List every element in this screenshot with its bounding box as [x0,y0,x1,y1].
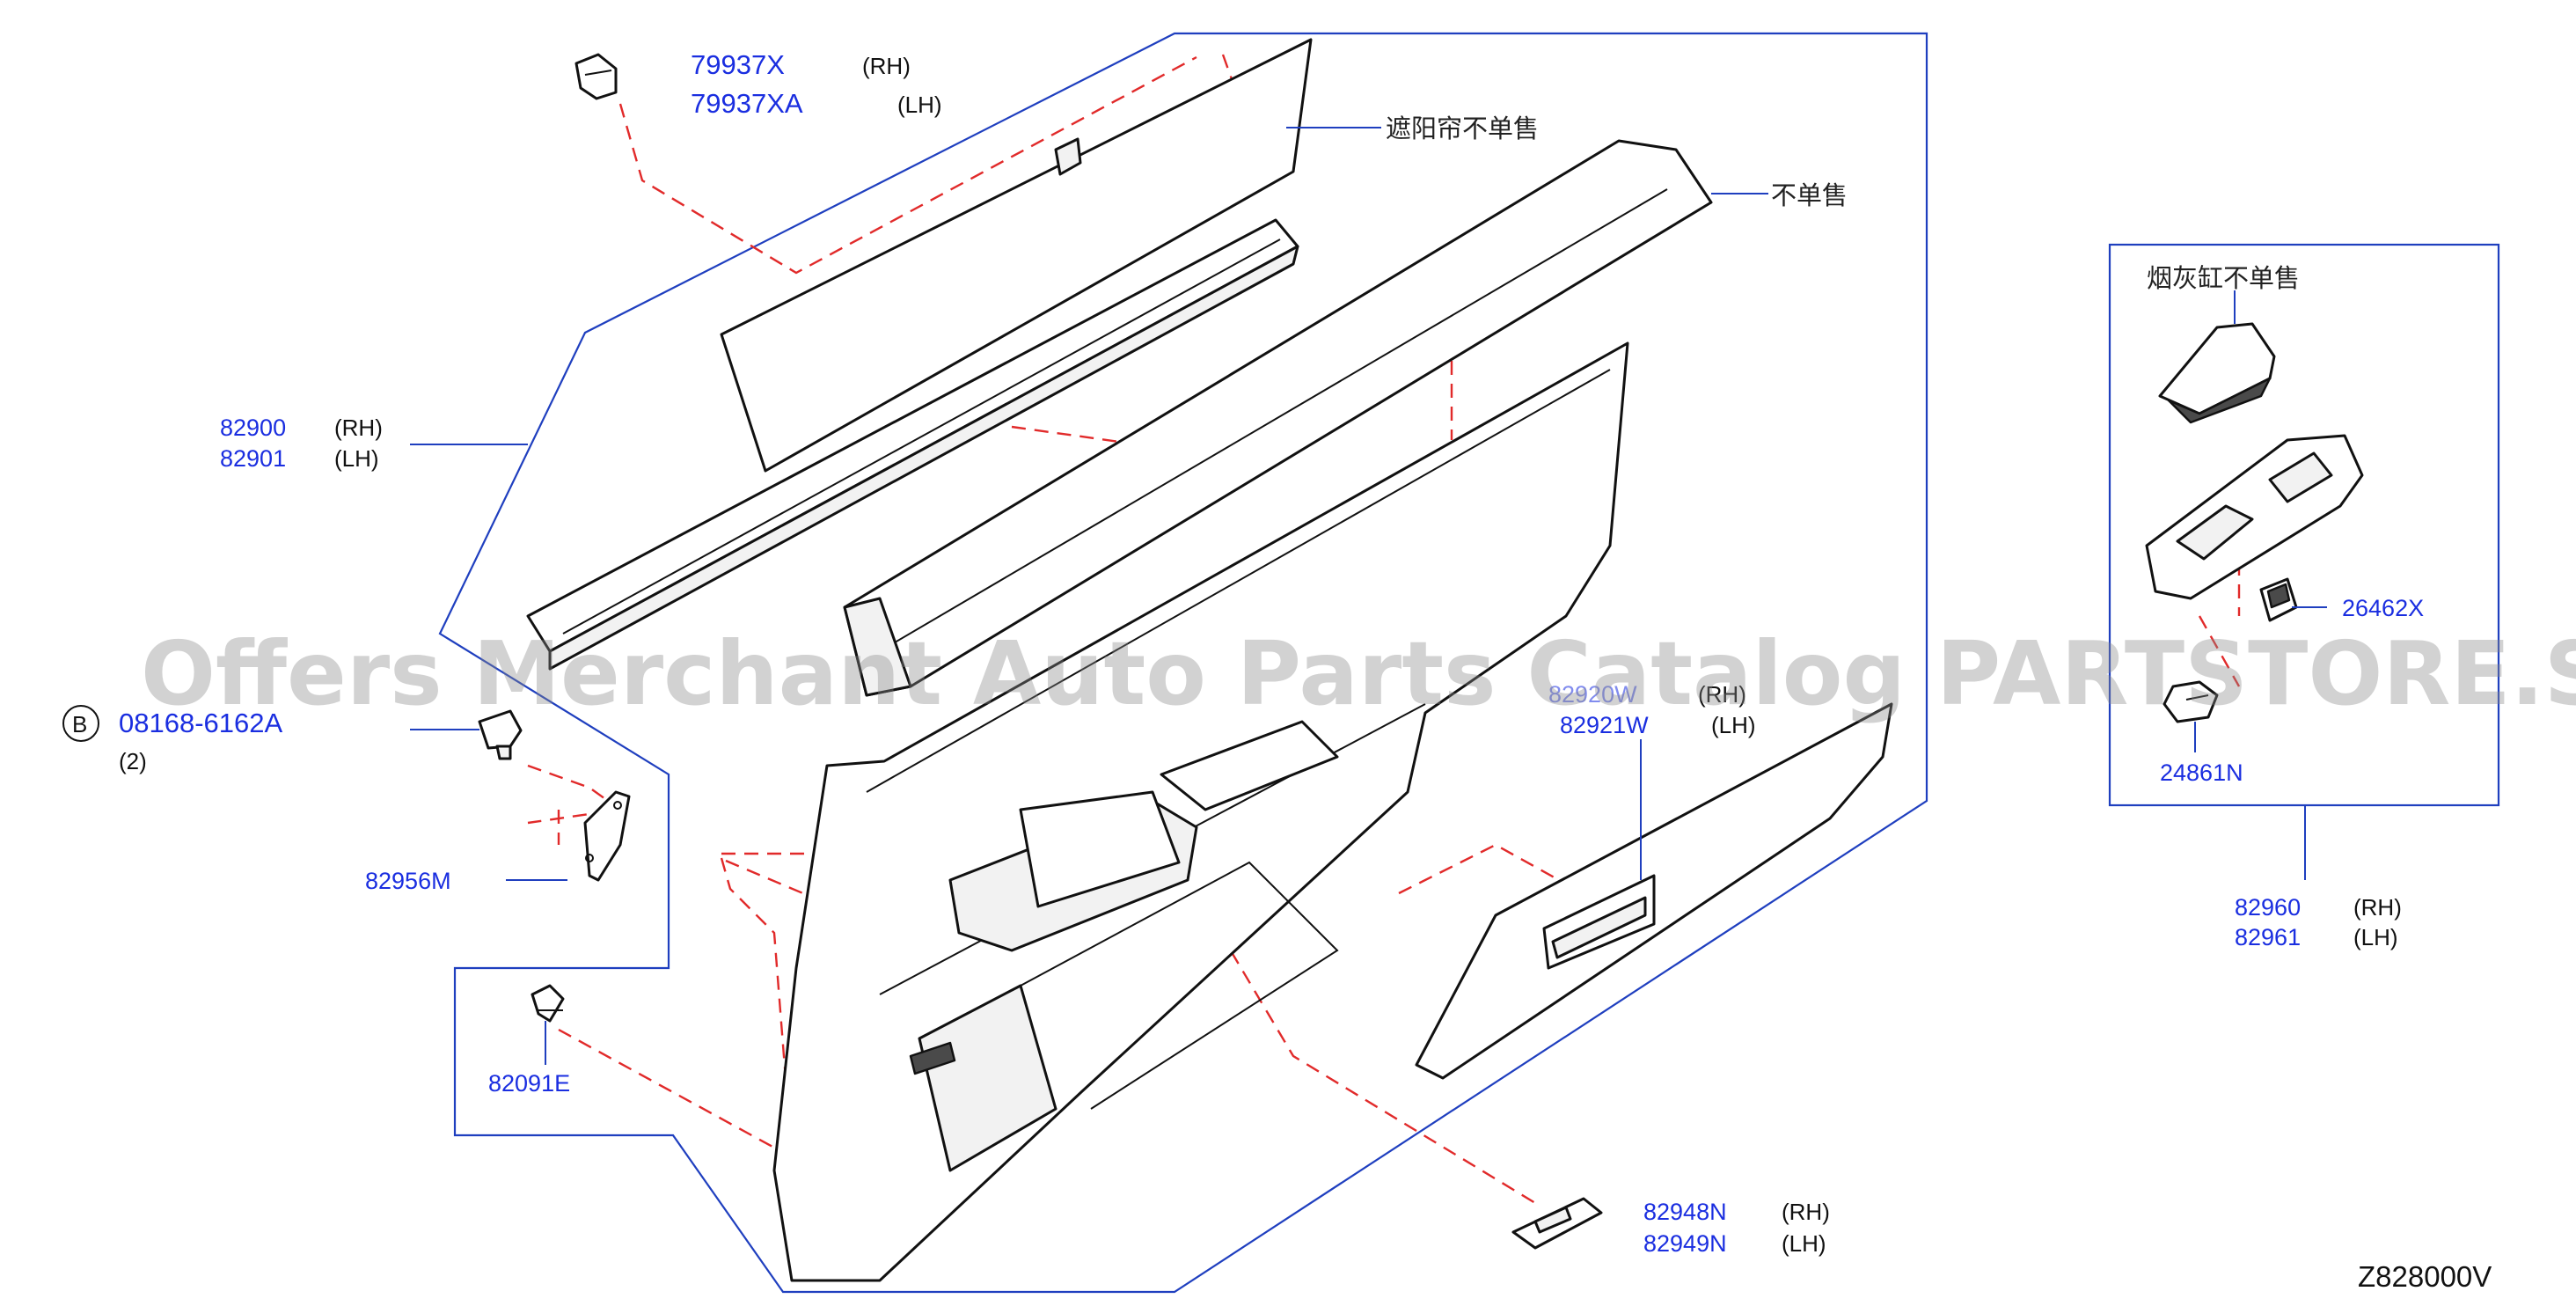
bolt-code-circle [62,705,99,742]
label-82948n[interactable]: 82948N [1643,1199,1727,1225]
label-82961[interactable]: 82961 [2235,924,2301,950]
small-finisher-icon [1511,1197,1603,1250]
bolt-icon [478,709,523,760]
label-bolt-prefix: B [72,711,87,737]
label-82091e[interactable]: 82091E [488,1070,570,1097]
label-82900-side: (RH) [334,415,383,441]
note-not-sold: 不单售 [1771,180,1848,210]
label-82921w-side: (LH) [1711,712,1756,738]
armrest-finisher [1415,702,1893,1080]
label-82921w[interactable]: 82921W [1560,712,1649,738]
label-82960-side: (RH) [2353,894,2402,921]
label-82956m[interactable]: 82956M [365,868,451,894]
label-79937xa[interactable]: 79937XA [691,88,803,119]
label-82961-side: (LH) [2353,924,2398,950]
label-82920w-side: (RH) [1698,681,1746,708]
note-ashtray: 烟灰缸不单售 [2147,263,2300,293]
watermark-text: Offers Merchant Auto Parts Catalog PARTS… [141,622,2576,725]
small-switch-icon [2259,577,2298,622]
label-82949n-side: (LH) [1782,1230,1826,1257]
sunshade-assembly [526,38,1313,671]
label-82948n-side: (RH) [1782,1199,1830,1225]
label-leader-lines [410,127,2327,1065]
label-82949n[interactable]: 82949N [1643,1230,1727,1257]
ashtray-icon [2158,322,2276,424]
bezel-icon [2163,680,2219,723]
armrest-pocket [1160,720,1339,811]
note-sunshade: 遮阳帘不单售 [1386,114,1539,143]
part-labels: 79937X (RH) 79937XA (LH) 遮阳帘不单售 不单售 8290… [62,49,2492,1293]
label-79937x[interactable]: 79937X [691,49,785,80]
bracket-icon [583,790,631,882]
trim-clip-icon [531,984,565,1023]
label-bolt-qty: (2) [119,748,147,774]
label-82920w[interactable]: 82920W [1548,681,1637,708]
belt-moulding [843,139,1713,697]
label-82900[interactable]: 82900 [220,415,286,441]
label-24861n[interactable]: 24861N [2160,759,2243,786]
diagram-code: Z828000V [2358,1260,2492,1293]
sunshade-clip-icon [574,53,618,100]
main-assembly-frame [438,32,1928,1294]
label-79937xa-side: (LH) [897,92,942,118]
window-switch-finisher [2145,434,2364,600]
label-bolt-pn[interactable]: 08168-6162A [119,708,282,738]
label-82960[interactable]: 82960 [2235,894,2301,921]
label-26462x[interactable]: 26462X [2342,595,2424,621]
label-82901-side: (LH) [334,445,379,472]
label-82901[interactable]: 82901 [220,445,286,472]
label-79937x-side: (RH) [862,53,911,79]
